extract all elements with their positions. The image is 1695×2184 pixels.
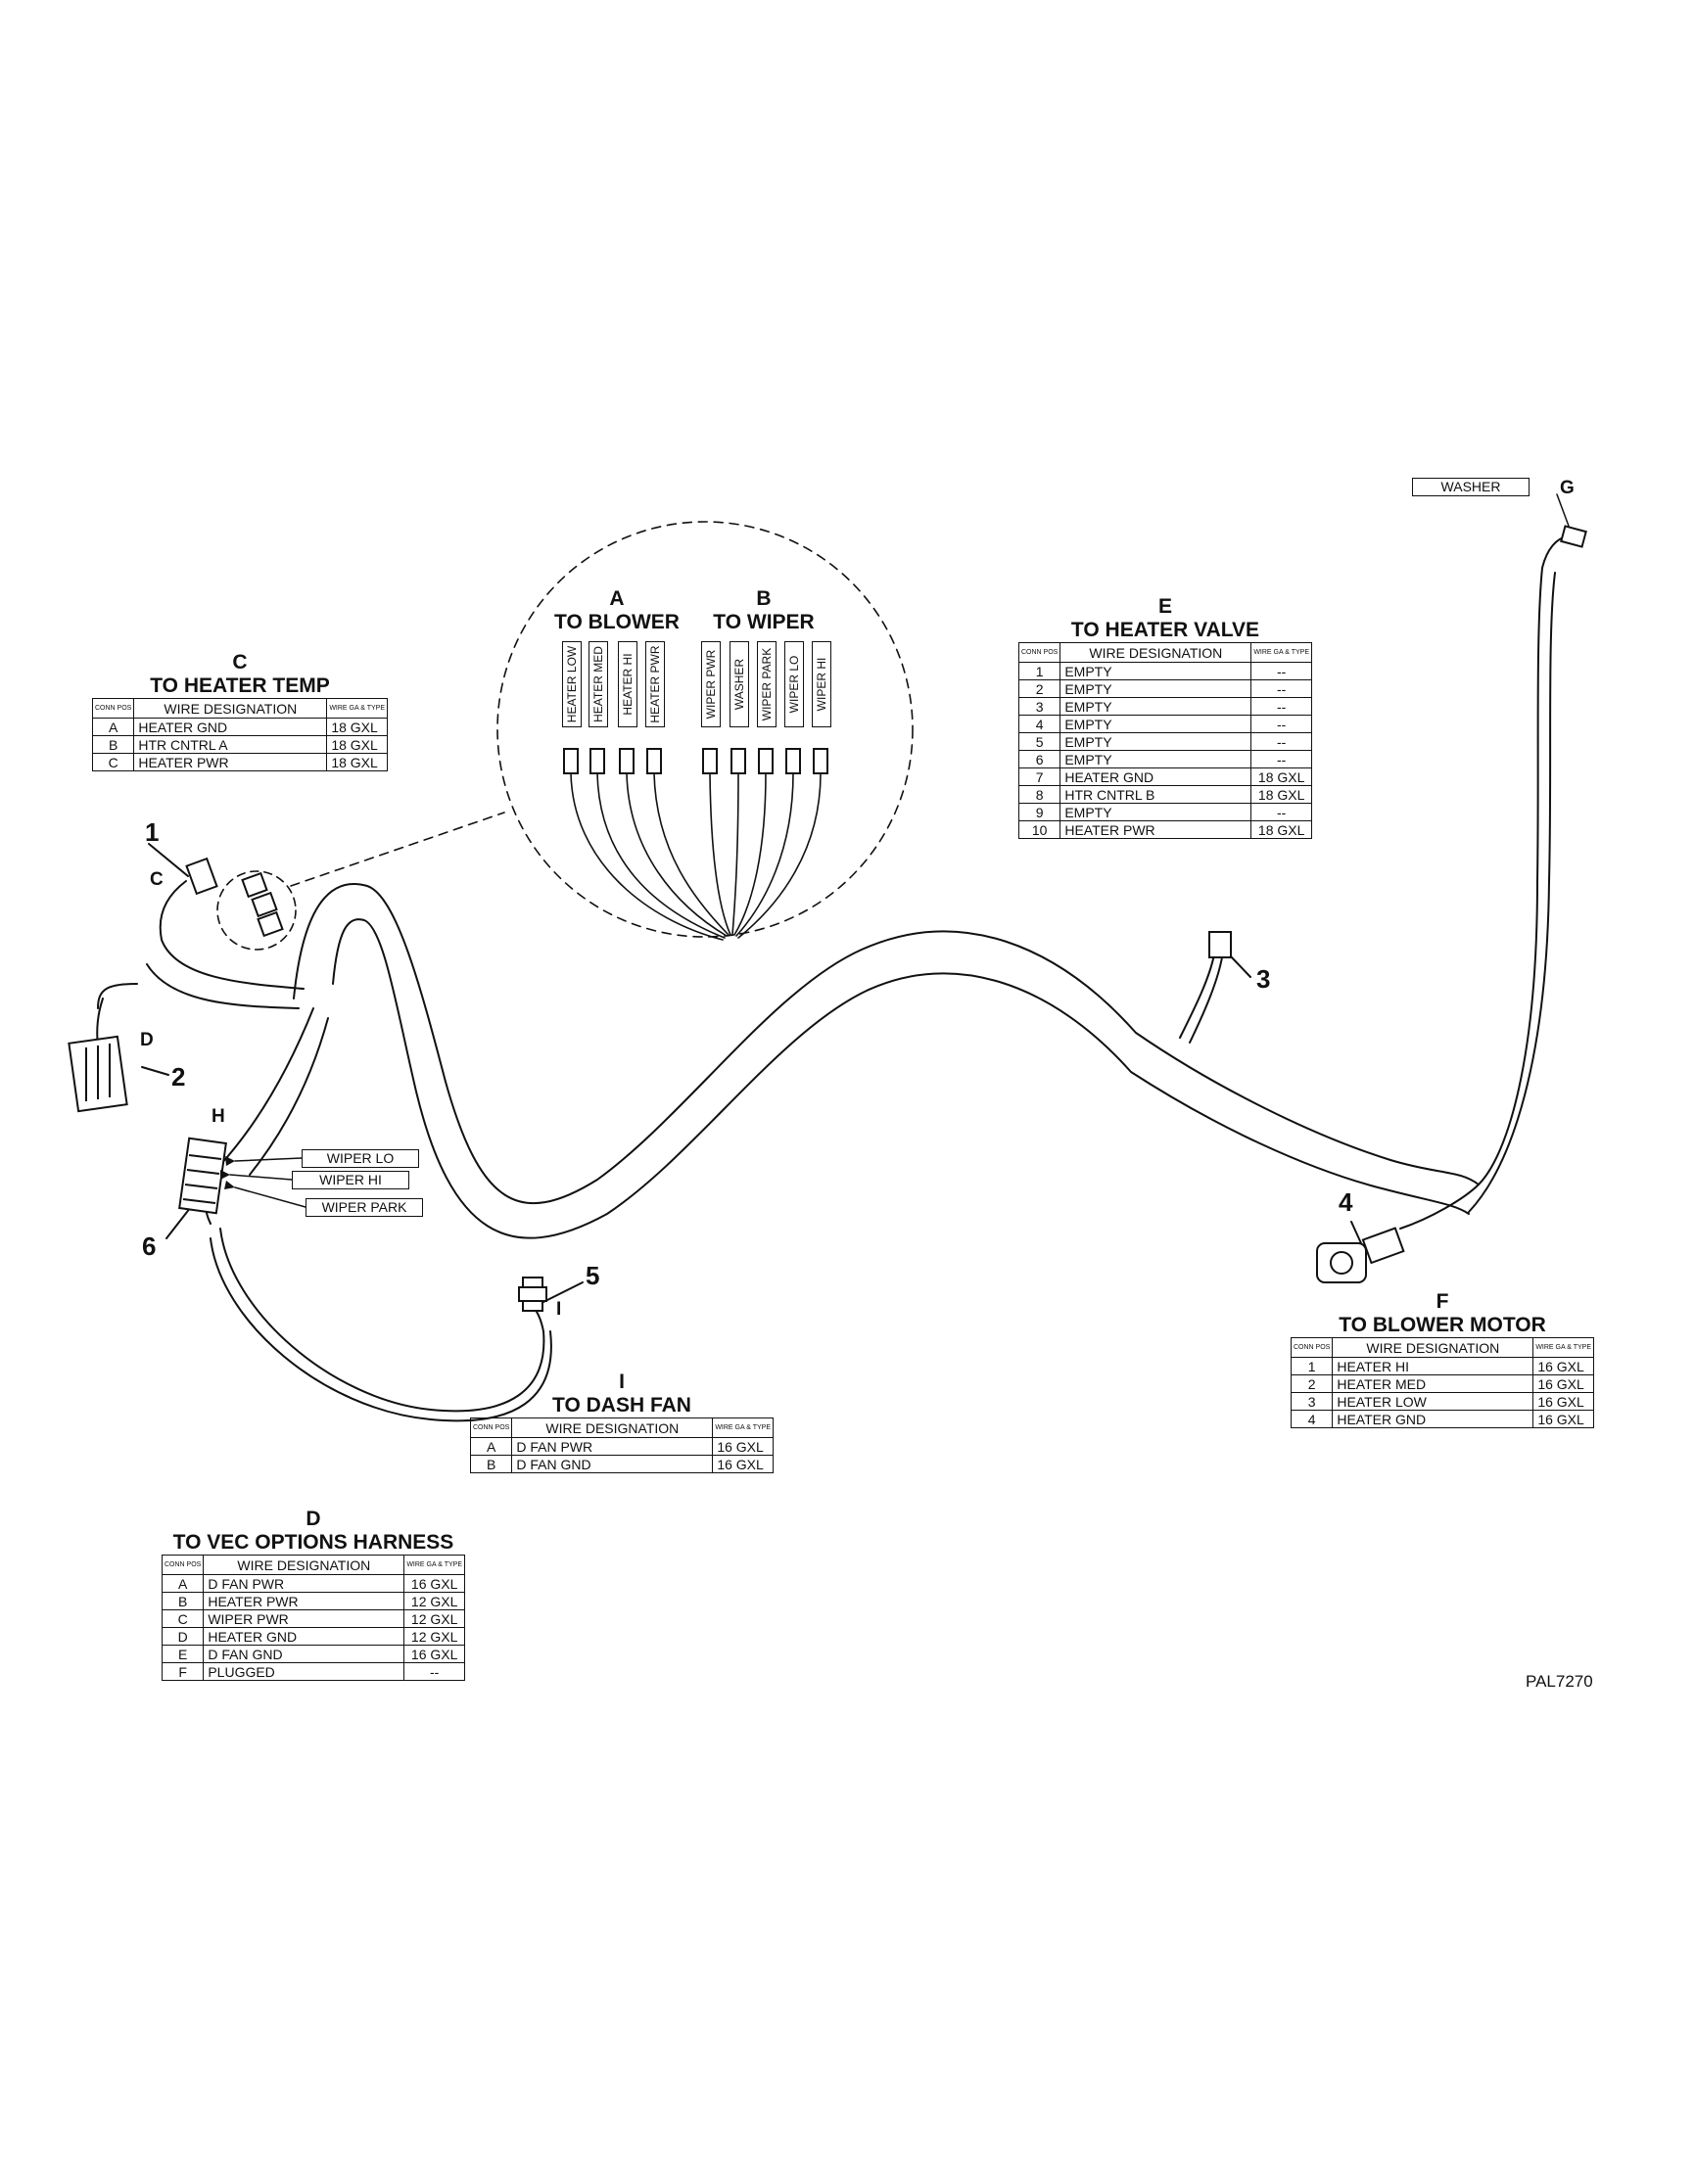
callout-5: 5: [586, 1261, 600, 1290]
callout-6: 6: [142, 1231, 157, 1261]
conn-letter-g: G: [1560, 478, 1575, 498]
conn-letter-h: H: [212, 1106, 225, 1127]
main-harness-trunk: [293, 882, 1480, 1239]
callout-1: 1: [145, 817, 160, 847]
detail-b-title: TO WIPER: [713, 611, 815, 633]
drawing-id: PAL7270: [1526, 1672, 1593, 1691]
wire-label-a2: HEATER MED: [589, 641, 608, 727]
wire-label-b3: WIPER PARK: [757, 641, 777, 727]
connector-3: [1208, 931, 1232, 958]
table-f-letter: F: [1436, 1290, 1449, 1313]
wire-arrows: [220, 1156, 235, 1189]
table-e-title: TO HEATER VALVE: [1070, 619, 1260, 641]
header-wire-designation: WIRE DESIGNATION: [133, 698, 328, 719]
wire-to-dash-fan: [219, 1228, 545, 1413]
wire-label-wiper-park: WIPER PARK: [306, 1198, 423, 1217]
wire-label-wiper-hi: WIPER HI: [292, 1171, 409, 1189]
branch-4: [1399, 1184, 1480, 1230]
wire-label-b1: WIPER PWR: [701, 641, 721, 727]
detail-a-title: TO BLOWER: [554, 611, 680, 633]
detail-circle: [496, 521, 914, 938]
conn-letter-d: D: [140, 1030, 154, 1050]
header-wire-ga: WIRE GA & TYPE: [326, 698, 388, 719]
header-conn-pos: CONN POS: [91, 698, 135, 719]
connector-4: [1316, 1227, 1405, 1283]
branch-c-inner: [146, 963, 300, 1009]
table-d-letter: D: [306, 1508, 321, 1530]
wire-label-wiper-lo: WIPER LO: [302, 1149, 419, 1168]
table-d-title: TO VEC OPTIONS HARNESS: [172, 1531, 454, 1554]
connector-h: [178, 1137, 227, 1215]
table-e-letter: E: [1157, 595, 1172, 618]
table-f-title: TO BLOWER MOTOR: [1339, 1314, 1546, 1336]
detail-a-letter: A: [609, 587, 625, 610]
callout-4: 4: [1339, 1187, 1353, 1217]
detail-source-circle: [216, 870, 297, 951]
wire-to-g: [1478, 535, 1568, 1185]
wire-label-a1: HEATER LOW: [562, 641, 582, 727]
wire-label-a3: HEATER HI: [618, 641, 637, 727]
detail-terminals: [563, 748, 828, 774]
callout-3: 3: [1256, 964, 1271, 994]
connector-i: [518, 1277, 547, 1312]
conn-letter-c: C: [150, 869, 164, 890]
wire-label-b5: WIPER HI: [812, 641, 831, 727]
wire-label-a4: HEATER PWR: [645, 641, 665, 727]
table-c-letter: C: [232, 651, 248, 674]
connector-c: [185, 857, 284, 938]
detail-wires: [570, 772, 822, 941]
wire-label-b4: WIPER LO: [784, 641, 804, 727]
conn-letter-i: I: [556, 1299, 562, 1320]
detail-b-letter: B: [756, 587, 772, 610]
connector-g: [1560, 525, 1587, 548]
wire-label-b2: WASHER: [730, 641, 749, 727]
table-c-title: TO HEATER TEMP: [150, 674, 330, 697]
table-i-title: TO DASH FAN: [552, 1394, 691, 1417]
branch-h-inner: [249, 1017, 329, 1176]
callout-2: 2: [171, 1062, 186, 1092]
detail-leader: [290, 812, 505, 887]
connector-d: [68, 1035, 128, 1113]
branch-c: [159, 880, 305, 990]
branch-3: [1179, 953, 1215, 1039]
table-i-letter: I: [619, 1371, 625, 1393]
wire-label-washer: WASHER: [1412, 478, 1530, 496]
